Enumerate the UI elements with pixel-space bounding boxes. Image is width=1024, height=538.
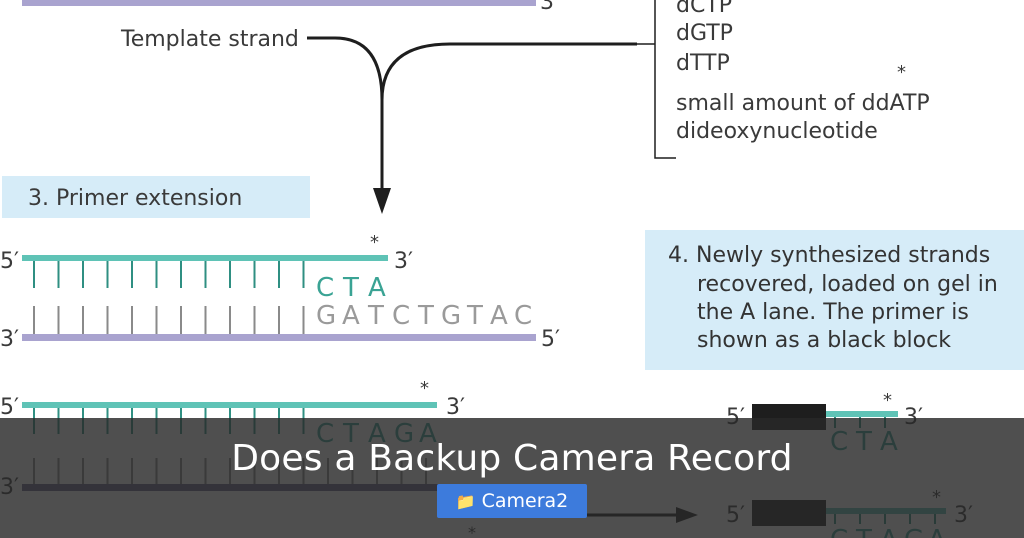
step4-line-1: 4. Newly synthesized strands	[668, 243, 990, 268]
step4-line-3: the A lane. The primer is	[697, 300, 969, 325]
reagent-dttp: dTTP	[676, 51, 730, 76]
template-strand-line	[307, 36, 384, 192]
duplex1-template-base: A	[490, 301, 508, 331]
step4-box	[645, 230, 1024, 370]
fragment1-star: *	[883, 390, 892, 411]
reagent-ddatp: small amount of ddATP	[676, 91, 930, 116]
category-chip[interactable]: 📁 Camera2	[437, 484, 587, 518]
reagent-bracket	[637, 0, 676, 159]
step3-box	[2, 176, 310, 218]
duplex1-template-strand	[22, 334, 536, 341]
reagent-dgtp: dGTP	[676, 21, 733, 46]
duplex1-template-3prime: 3′	[0, 327, 19, 352]
title-overlay	[0, 418, 1024, 538]
duplex1-grey-ticks	[33, 306, 305, 334]
duplex1-template-base: T	[367, 301, 384, 331]
duplex2-new-strand	[22, 402, 437, 408]
duplex1-template-base: G	[316, 301, 336, 331]
duplex1-template-base: A	[342, 301, 360, 331]
duplex1-new-3prime: 3′	[394, 249, 413, 274]
reagent-star: *	[897, 62, 906, 83]
duplex1-new-strand	[22, 255, 388, 261]
duplex1-template-base: C	[514, 301, 532, 331]
step4-line-4: shown as a black block	[697, 328, 951, 353]
reagent-dctp: dCTP	[676, 0, 732, 18]
duplex1-template-5prime: 5′	[541, 327, 560, 352]
duplex2-star: *	[420, 378, 429, 399]
duplex1-new-5prime: 5′	[0, 249, 19, 274]
template-strand-label: Template strand	[120, 27, 299, 52]
step4-line-2: recovered, loaded on gel in	[697, 272, 998, 297]
duplex1-template-base: G	[441, 301, 461, 331]
duplex2-new-5prime: 5′	[0, 395, 19, 420]
top-template-strand	[22, 0, 536, 6]
fragment1-new-strand	[826, 411, 898, 417]
reagent-merge-line	[380, 42, 637, 101]
folder-icon: 📁	[455, 491, 476, 511]
duplex1-new-base: T	[342, 273, 359, 303]
duplex2-new-3prime: 3′	[446, 395, 465, 420]
step3-label: 3. Primer extension	[28, 186, 242, 211]
duplex1-teal-ticks	[33, 261, 305, 288]
duplex1-new-base: C	[316, 273, 334, 303]
duplex-1: 5′ * 3′ C T A G A T C T G T A C 3′ 5′	[0, 232, 560, 352]
duplex1-template-base: T	[466, 301, 483, 331]
article-title: Does a Backup Camera Record	[231, 438, 793, 479]
reagent-dideoxynucleotide: dideoxynucleotide	[676, 119, 878, 144]
top-strand-end-label: 3′	[540, 0, 559, 15]
duplex1-template-base: C	[392, 301, 410, 331]
duplex1-new-base: A	[368, 273, 386, 303]
arrow-down-icon	[373, 188, 391, 214]
duplex1-star: *	[370, 232, 379, 253]
category-label: Camera2	[481, 490, 569, 512]
duplex1-template-base: T	[417, 301, 434, 331]
